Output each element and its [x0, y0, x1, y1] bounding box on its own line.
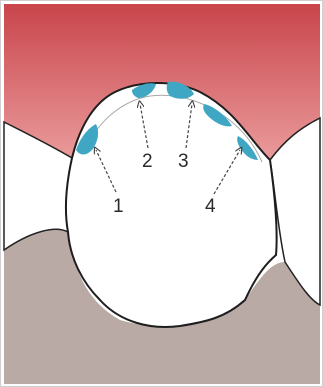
label-4: 4 [205, 196, 216, 217]
label-3: 3 [178, 151, 189, 172]
label-2: 2 [142, 151, 153, 172]
label-1: 1 [113, 196, 124, 217]
